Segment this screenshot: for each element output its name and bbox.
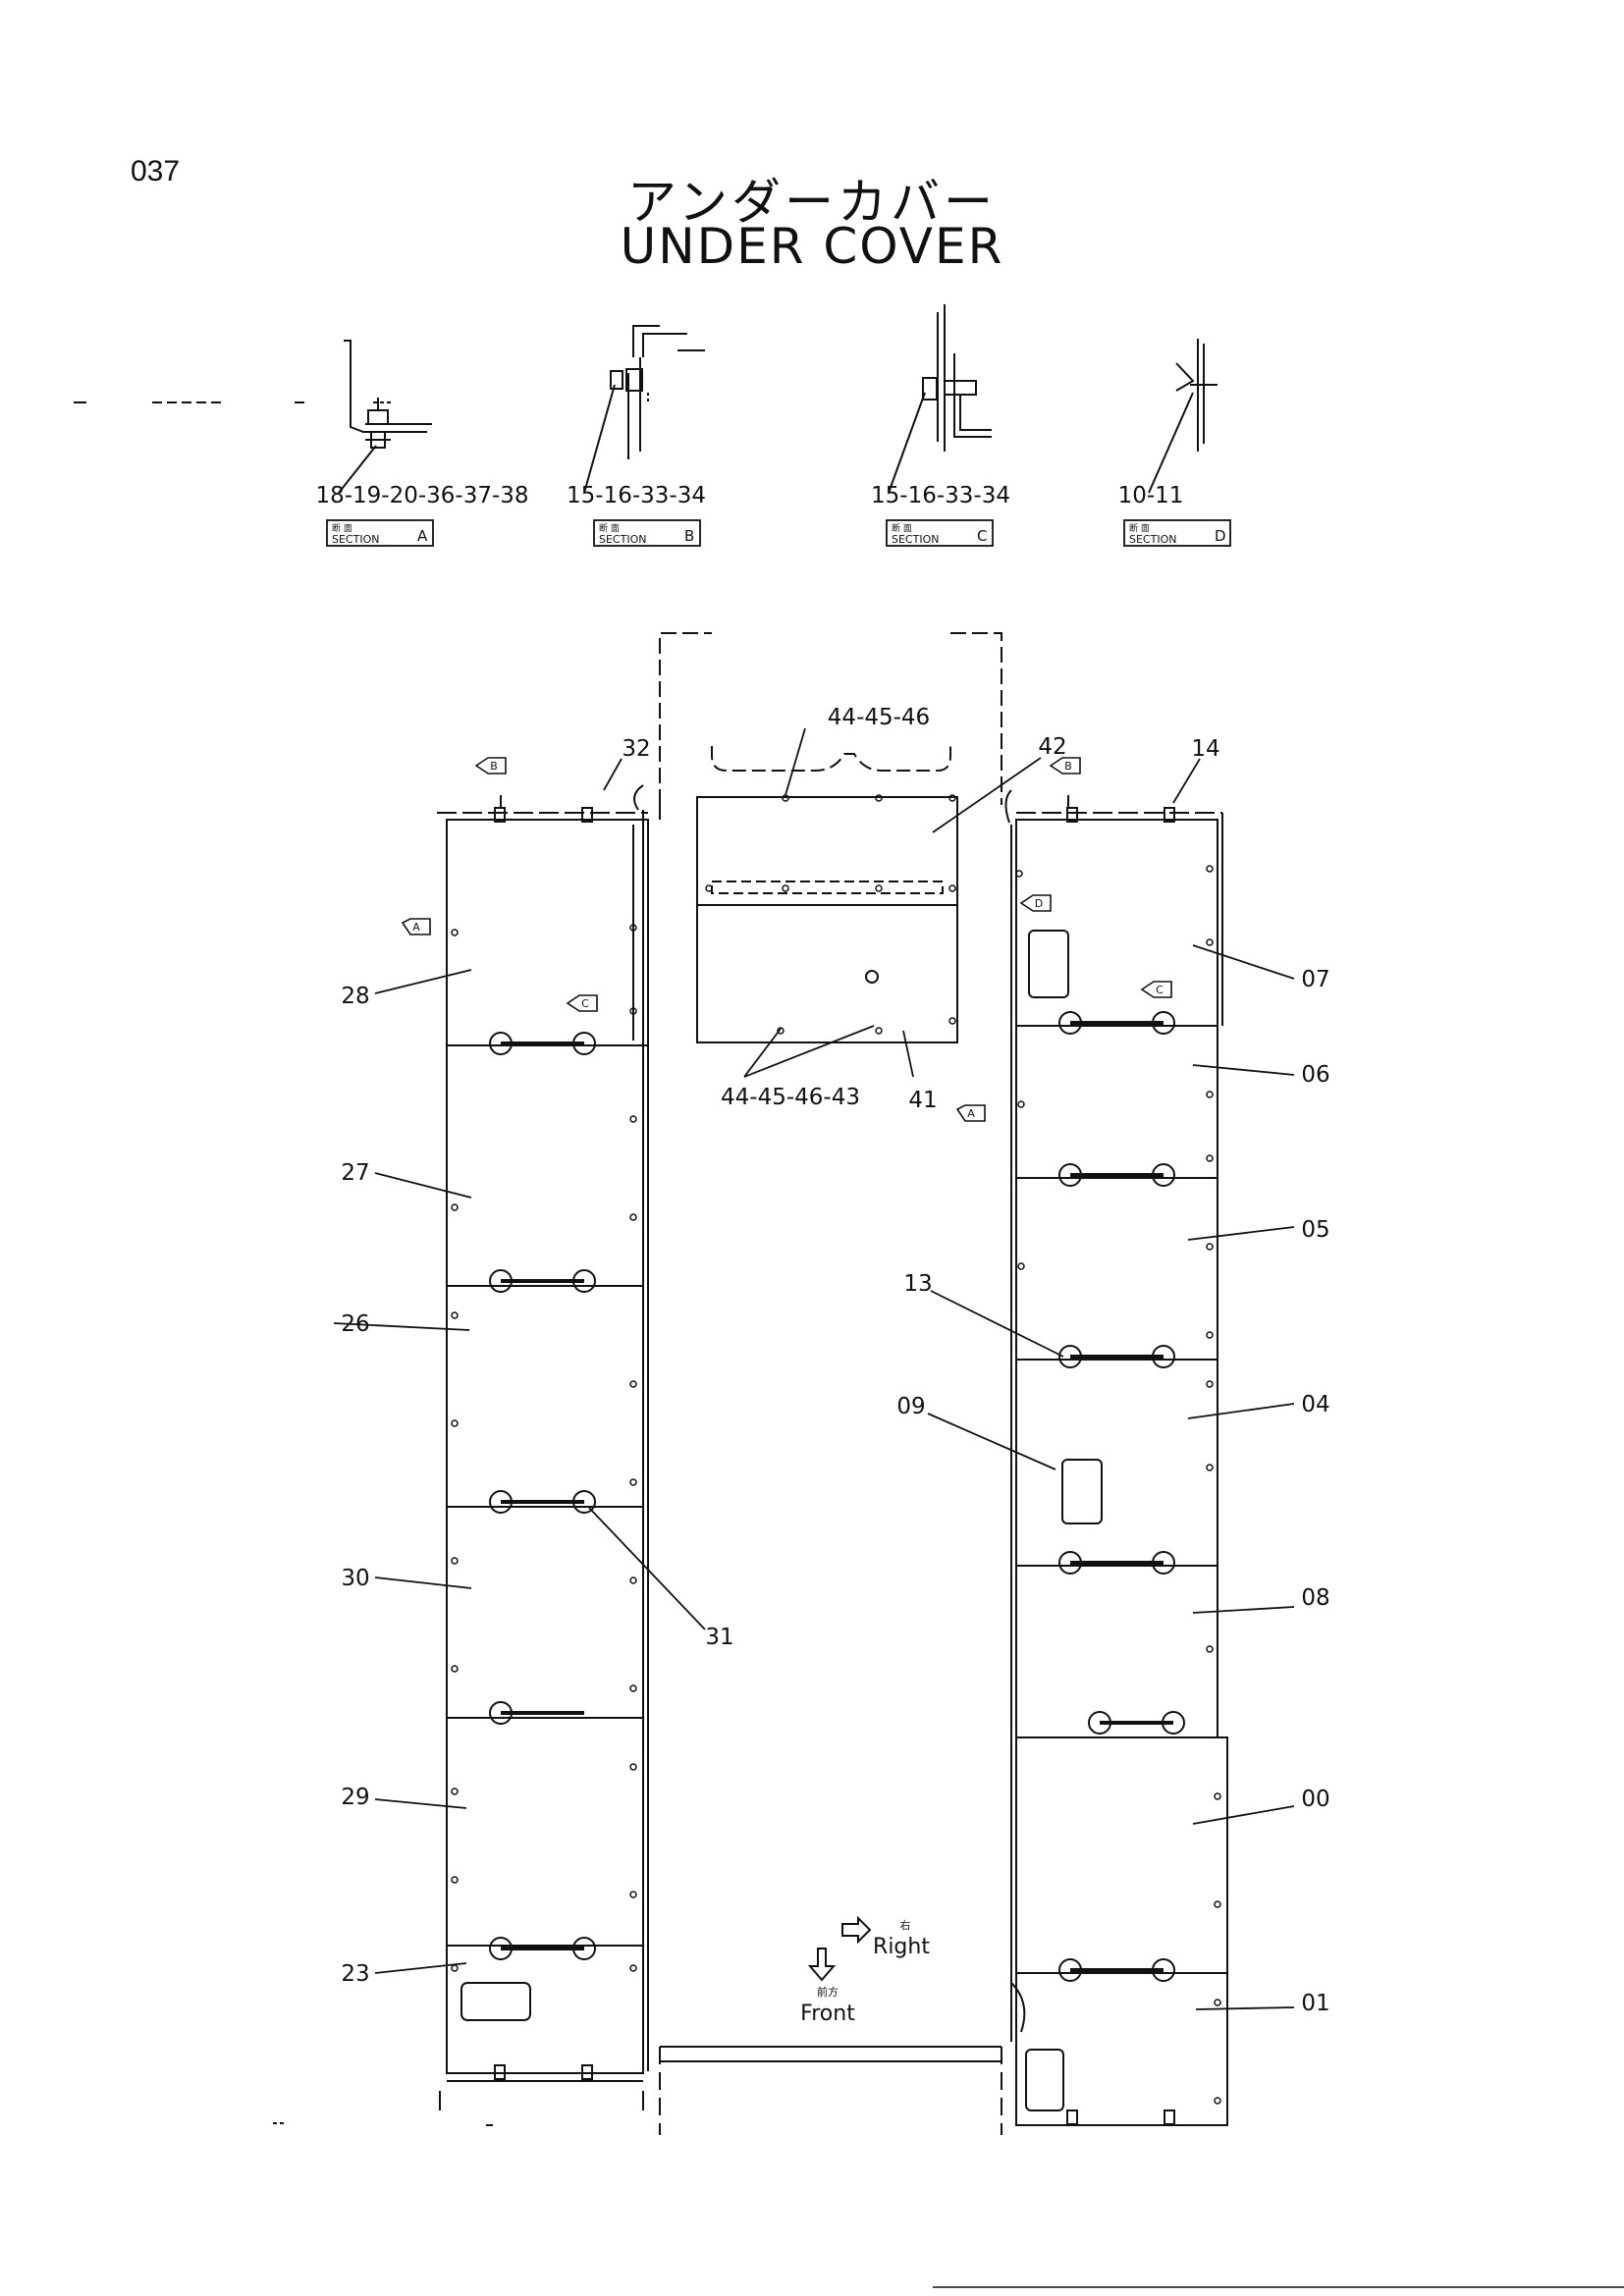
callout-07: 07	[1301, 967, 1329, 992]
callout-27: 27	[341, 1160, 369, 1186]
marker-d-right: D	[1035, 897, 1043, 910]
marker-c-right: C	[1156, 984, 1164, 996]
section-marker-shapes	[401, 757, 1172, 1122]
section-d-label: SECTION	[1129, 533, 1176, 546]
direction-front-jp: 前方	[817, 1985, 839, 1999]
callout-29: 29	[341, 1785, 369, 1810]
section-b-parts: 15-16-33-34	[567, 483, 706, 508]
right-cover-column	[1004, 789, 1228, 2126]
callout-23: 23	[341, 1961, 369, 1987]
callout-44-45-46: 44-45-46	[828, 705, 930, 730]
marker-a-right: A	[967, 1107, 975, 1120]
section-a-letter: A	[417, 527, 428, 545]
section-detail-c	[888, 304, 992, 494]
callout-26: 26	[341, 1311, 369, 1337]
section-a-label: SECTION	[332, 533, 379, 546]
marker-b-right: B	[1064, 760, 1072, 773]
section-b-letter: B	[684, 527, 694, 545]
section-a-parts: 18-19-20-36-37-38	[315, 483, 528, 508]
leader-lines	[333, 727, 1295, 2010]
callout-13: 13	[903, 1271, 932, 1297]
direction-front: Front	[800, 2002, 855, 2026]
title-japanese: アンダーカバー	[627, 174, 997, 231]
section-b-jp: 断 面	[599, 522, 620, 534]
callout-30: 30	[341, 1566, 369, 1591]
section-labels: 断 面 SECTION A 断 面 SECTION B 断 面 SECTION …	[332, 522, 1226, 546]
section-detail-a	[338, 340, 432, 494]
section-c-jp: 断 面	[892, 522, 912, 534]
section-a-jp: 断 面	[332, 522, 352, 534]
section-part-numbers: 18-19-20-36-37-38 15-16-33-34 15-16-33-3…	[315, 483, 1183, 508]
direction-arrows	[807, 1915, 872, 1982]
callout-41: 41	[908, 1088, 937, 1113]
section-c-parts: 15-16-33-34	[871, 483, 1010, 508]
hinge-pairs	[489, 1011, 1185, 1982]
callout-08: 08	[1301, 1585, 1329, 1611]
section-c-letter: C	[977, 527, 987, 545]
callout-09: 09	[896, 1394, 925, 1419]
centre-covers	[696, 796, 958, 1043]
callout-42: 42	[1038, 734, 1066, 760]
section-d-letter: D	[1215, 527, 1226, 545]
section-c-label: SECTION	[892, 533, 939, 546]
callout-01: 01	[1301, 1991, 1329, 2016]
bolt-holes	[451, 794, 1221, 2105]
callout-32: 32	[622, 736, 650, 762]
callout-31: 31	[705, 1625, 733, 1650]
marker-a-left: A	[412, 921, 420, 934]
section-detail-b	[583, 325, 705, 494]
direction-labels: 右 Right 前方 Front	[800, 1918, 930, 2026]
direction-right-jp: 右	[900, 1918, 911, 1932]
callout-06: 06	[1301, 1062, 1329, 1088]
callout-14: 14	[1191, 736, 1219, 762]
section-b-label: SECTION	[599, 533, 646, 546]
title-english: UNDER COVER	[620, 218, 1004, 275]
callout-44-45-46-43: 44-45-46-43	[721, 1085, 860, 1110]
frame-outline	[642, 632, 1012, 2135]
section-marker-letters: B B A C C A D	[412, 760, 1164, 1120]
callout-00: 00	[1301, 1787, 1329, 1812]
clips	[494, 795, 1175, 2125]
section-label-boxes	[326, 519, 1231, 547]
edge-marks	[74, 401, 1624, 2288]
left-cover-column	[437, 784, 649, 2110]
callout-04: 04	[1301, 1392, 1329, 1417]
marker-c-left: C	[581, 997, 589, 1010]
section-detail-d	[1148, 339, 1218, 494]
part-callouts: 32 14 44-45-46 42 28 27 26 30 31 29 23 4…	[341, 705, 1329, 2016]
section-d-parts: 10-11	[1118, 483, 1184, 508]
callout-28: 28	[341, 984, 369, 1009]
direction-right: Right	[873, 1935, 930, 1959]
marker-b-left: B	[490, 760, 498, 773]
callout-05: 05	[1301, 1217, 1329, 1243]
section-d-jp: 断 面	[1129, 522, 1150, 534]
page-number: 037	[131, 155, 181, 187]
